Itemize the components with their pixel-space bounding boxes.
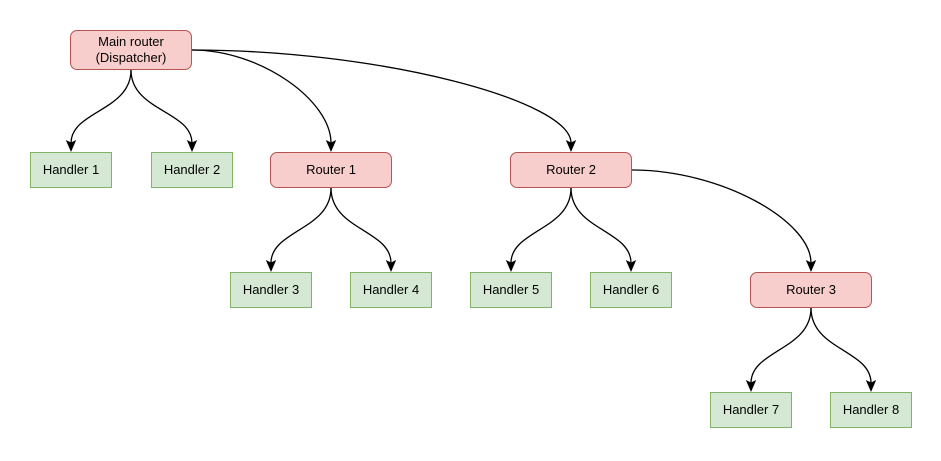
edge-main-router-to-handler-1	[65, 69, 132, 152]
edge-router-2-to-router-3	[631, 169, 817, 272]
edge-router-2-to-handler-6	[570, 187, 637, 272]
node-router-1[interactable]: Router 1	[270, 152, 392, 188]
edge-line	[191, 49, 572, 144]
node-handler-6[interactable]: Handler 6	[590, 272, 672, 308]
node-label: Router 2	[546, 161, 596, 177]
node-handler-3[interactable]: Handler 3	[230, 272, 312, 308]
node-handler-7[interactable]: Handler 7	[710, 392, 792, 428]
edge-main-router-to-handler-2	[130, 69, 198, 152]
edge-router-1-to-handler-3	[265, 187, 332, 272]
edge-arrowhead-icon	[565, 140, 577, 152]
edge-main-router-to-router-2	[191, 49, 577, 152]
node-router-3[interactable]: Router 3	[750, 272, 872, 308]
node-handler-8[interactable]: Handler 8	[830, 392, 912, 428]
node-label: Handler 2	[163, 161, 221, 177]
node-handler-2[interactable]: Handler 2	[151, 152, 233, 188]
edge-arrowhead-icon	[325, 140, 337, 152]
edge-router-3-to-handler-7	[745, 307, 812, 392]
edge-main-router-to-router-1	[191, 49, 337, 152]
edge-line	[810, 307, 872, 384]
node-label: Handler 1	[42, 161, 100, 177]
edge-line	[70, 69, 132, 144]
node-handler-4[interactable]: Handler 4	[350, 272, 432, 308]
edge-router-2-to-handler-5	[505, 187, 572, 272]
edge-arrowhead-icon	[65, 140, 77, 152]
edge-arrowhead-icon	[625, 260, 637, 272]
edge-line	[191, 49, 332, 144]
edge-router-1-to-handler-4	[330, 187, 397, 272]
edge-arrowhead-icon	[805, 260, 817, 272]
node-label: Handler 3	[242, 281, 300, 297]
node-label: Router 3	[786, 281, 836, 297]
node-router-2[interactable]: Router 2	[510, 152, 632, 188]
edge-arrowhead-icon	[865, 380, 877, 392]
edge-line	[750, 307, 812, 384]
node-label: Handler 4	[362, 281, 420, 297]
edge-line	[130, 69, 193, 144]
node-handler-1[interactable]: Handler 1	[30, 152, 112, 188]
node-handler-5[interactable]: Handler 5	[470, 272, 552, 308]
edge-line	[631, 169, 812, 264]
edge-line	[570, 187, 632, 264]
edge-arrowhead-icon	[186, 140, 198, 152]
node-main-router[interactable]: Main router (Dispatcher)	[70, 30, 192, 70]
edge-line	[330, 187, 392, 264]
node-label: Handler 8	[842, 401, 900, 417]
node-label: Router 1	[306, 161, 356, 177]
edge-line	[270, 187, 332, 264]
edge-router-3-to-handler-8	[810, 307, 877, 392]
edge-arrowhead-icon	[745, 380, 757, 392]
node-label: Handler 7	[722, 401, 780, 417]
edge-line	[510, 187, 572, 264]
node-label: Handler 5	[482, 281, 540, 297]
edge-arrowhead-icon	[265, 260, 277, 272]
edge-arrowhead-icon	[505, 260, 517, 272]
node-label: Main router (Dispatcher)	[95, 33, 167, 65]
edge-arrowhead-icon	[385, 260, 397, 272]
node-label: Handler 6	[602, 281, 660, 297]
